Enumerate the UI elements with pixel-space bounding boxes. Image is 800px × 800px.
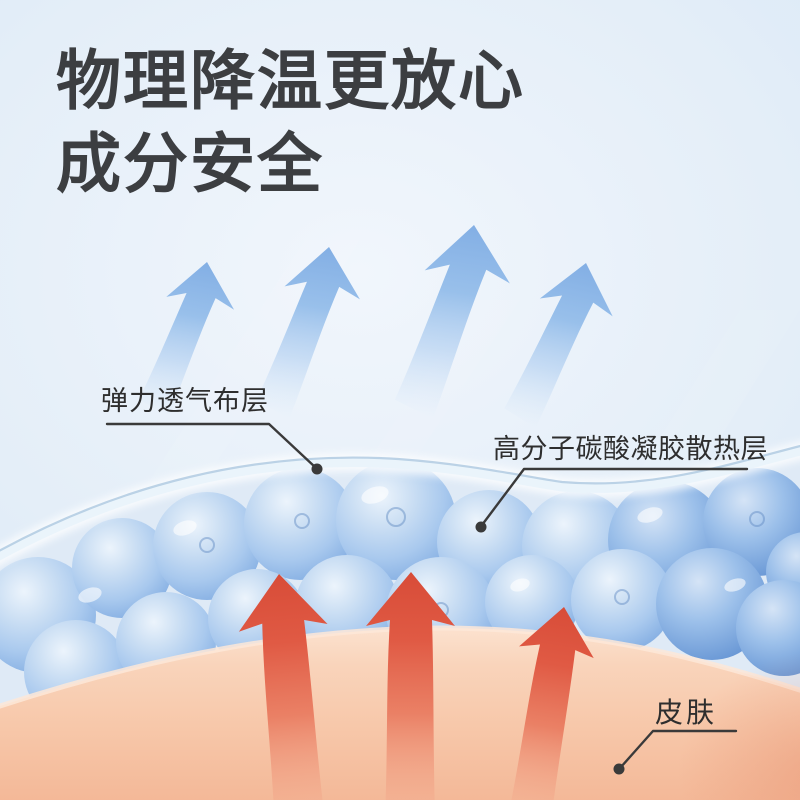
- gel-bead: [153, 492, 261, 600]
- bead-highlight: [361, 486, 389, 504]
- cooling-air-arrow-icon: [501, 252, 624, 440]
- bead-highlight: [510, 578, 530, 592]
- bead-highlight: [637, 507, 663, 523]
- bead-dimple: [614, 589, 630, 605]
- bead-highlights: [78, 486, 746, 603]
- gel-bead: [244, 468, 356, 580]
- gel-bead: [736, 580, 800, 676]
- light-streak: [640, 310, 800, 470]
- leader-dot-icon: [613, 763, 625, 775]
- label-fabric-layer: 弹力透气布层: [101, 386, 269, 417]
- bead-highlight: [78, 587, 102, 603]
- leader-line-fabric-layer: [105, 422, 317, 469]
- gel-bead: [571, 549, 673, 651]
- fabric-film-layer: [0, 441, 800, 566]
- bead-dimple: [749, 511, 765, 527]
- leader-lines: [105, 422, 749, 775]
- skin-corner-shade: [678, 652, 800, 800]
- leader-dot-icon: [475, 521, 487, 533]
- bead-dimple: [294, 513, 310, 529]
- film-top-edge: [0, 444, 800, 552]
- label-gel-layer: 高分子碳酸凝胶散热层: [493, 434, 768, 465]
- headline-line-2: 成分安全: [56, 127, 325, 203]
- skin-top-rim: [0, 625, 800, 709]
- leader-line-skin: [619, 729, 738, 769]
- bead-dimple: [199, 537, 215, 553]
- headline-line-1: 物理降温更放心: [56, 44, 526, 119]
- bead-highlight: [724, 578, 746, 592]
- bead-highlight: [173, 520, 197, 536]
- label-skin: 皮肤: [655, 696, 718, 729]
- leader-dot-icon: [311, 463, 323, 475]
- gel-bead: [336, 460, 456, 580]
- headline: 物理降温更放心 成分安全: [56, 40, 525, 206]
- bead-dimple: [386, 507, 406, 527]
- film-band: [0, 446, 800, 561]
- leader-line-gel-layer: [480, 467, 749, 527]
